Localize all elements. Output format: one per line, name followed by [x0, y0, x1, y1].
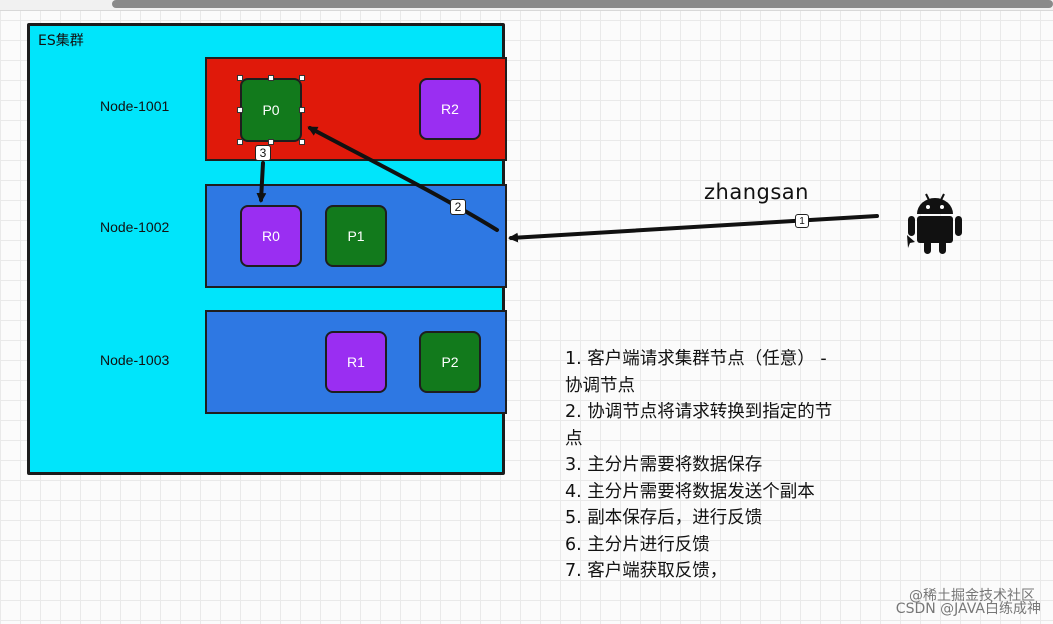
- watermark-line-1: @稀土掘金技术社区: [909, 588, 1035, 604]
- steps-list: 1. 客户端请求集群节点（任意） - 协调节点 2. 协调节点将请求转换到指定的…: [565, 346, 925, 585]
- shard-p1[interactable]: P1: [325, 205, 387, 267]
- node-1001-label: Node-1001: [100, 98, 170, 114]
- step-line: 点: [565, 428, 583, 449]
- arrow-client-to-coordinator: [508, 214, 879, 243]
- step-line: 5. 副本保存后，进行反馈: [565, 508, 763, 528]
- step-line: 2. 协调节点将请求转换到指定的节: [565, 402, 833, 422]
- node-1002-label: Node-1002: [100, 219, 170, 235]
- step-line: 3. 主分片需要将数据保存: [565, 455, 763, 475]
- selection-handle[interactable]: [237, 107, 243, 113]
- node-1003-label: Node-1003: [100, 352, 170, 368]
- shard-r0[interactable]: R0: [240, 205, 302, 267]
- watermark-line-2: CSDN @JAVA白练成神: [895, 601, 1041, 617]
- step-line: 1. 客户端请求集群节点（任意） -: [565, 349, 827, 369]
- android-icon[interactable]: [905, 190, 965, 260]
- shard-r1[interactable]: R1: [325, 331, 387, 393]
- horizontal-scrollbar[interactable]: [0, 0, 1053, 11]
- step-badge-1: 1: [795, 214, 809, 228]
- selection-handle[interactable]: [268, 139, 274, 145]
- step-badge-2: 2: [450, 199, 466, 215]
- step-line: 7. 客户端获取反馈，: [565, 561, 728, 581]
- shard-r2[interactable]: R2: [419, 78, 481, 140]
- selection-handle[interactable]: [299, 139, 305, 145]
- client-name: zhangsan: [704, 180, 809, 204]
- arrow-coordinator-to-primary: [307, 126, 499, 232]
- scrollbar-thumb[interactable]: [112, 0, 1053, 8]
- shard-p2[interactable]: P2: [419, 331, 481, 393]
- step-line: 4. 主分片需要将数据发送个副本: [565, 481, 815, 502]
- selection-handle[interactable]: [237, 139, 243, 145]
- step-line: 协调节点: [565, 375, 635, 396]
- selection-handle[interactable]: [299, 75, 305, 81]
- selection-handle[interactable]: [299, 107, 305, 113]
- cluster-title: ES集群: [38, 33, 84, 49]
- step-line: 6. 主分片进行反馈: [565, 534, 710, 555]
- selection-handle[interactable]: [237, 75, 243, 81]
- step-badge-3: 3: [255, 145, 271, 161]
- selection-handle[interactable]: [268, 75, 274, 81]
- arrow-primary-to-replica: [256, 161, 267, 203]
